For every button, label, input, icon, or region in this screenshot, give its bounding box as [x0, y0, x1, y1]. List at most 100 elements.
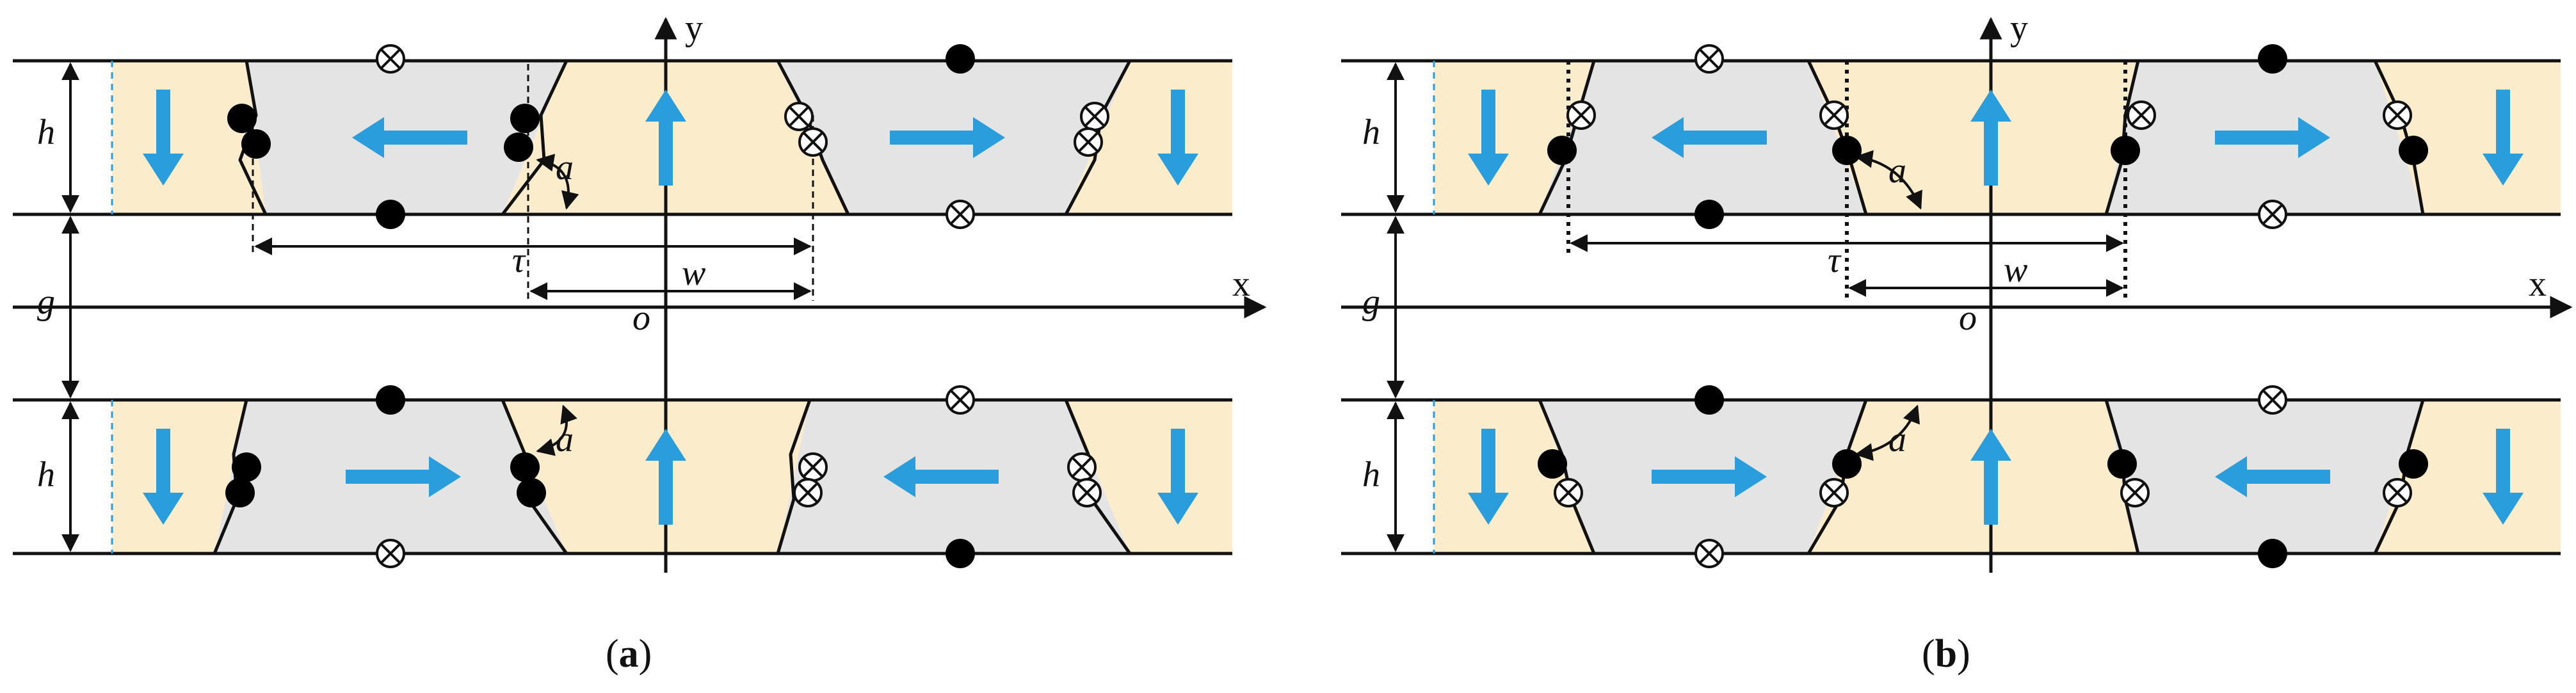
current-in-cross	[798, 127, 828, 157]
magnetization-arrow-bottom-down	[2483, 429, 2524, 525]
origin-label-b: o	[1959, 298, 1977, 338]
tau-label-b: τ	[1828, 241, 1842, 280]
magnet-a-bot-3	[503, 400, 810, 554]
magnetization-arrow-bottom-right	[1652, 456, 1767, 497]
magnetization-arrows-b	[1468, 90, 2524, 525]
caption-a: (a)	[606, 632, 652, 676]
x-axis-label-b: x	[2529, 264, 2547, 304]
current-out-dot	[227, 104, 257, 133]
current-out-dot	[1538, 449, 1567, 479]
x-axis-label-a: x	[1232, 264, 1250, 304]
current-in-cross	[1819, 100, 1849, 130]
current-in-cross	[946, 385, 975, 415]
current-in-cross	[1566, 100, 1596, 130]
alpha-arc-top-b	[1855, 150, 1922, 210]
magnetization-arrow-bottom-left	[883, 456, 999, 497]
current-out-dot	[2107, 449, 2137, 479]
current-in-cross	[2258, 200, 2287, 229]
magnet-a-bot-5	[1066, 400, 1232, 554]
w-label-b: w	[2004, 250, 2027, 290]
alpha-label-bot-a: a	[556, 420, 574, 459]
current-out-dot	[376, 385, 405, 415]
origin-label-a: o	[632, 298, 650, 338]
magnetization-arrow-top-right	[890, 117, 1005, 158]
h-bottom-label-b: h	[1362, 455, 1380, 495]
magnetization-arrow-top-down	[1157, 90, 1198, 186]
magnet-a-bot-1	[112, 400, 246, 554]
current-in-cross	[2383, 478, 2412, 507]
current-out-dot	[2111, 136, 2140, 165]
magnetization-arrow-top-down	[2483, 90, 2524, 186]
magnetization-arrow-top-left	[352, 117, 467, 158]
panel-a: x y o h g h τ w a a (a)	[13, 8, 1267, 676]
current-out-dot	[504, 132, 533, 162]
current-in-cross	[1695, 44, 1724, 74]
rails-b	[1341, 59, 2561, 555]
current-in-cross	[2383, 100, 2412, 130]
current-out-dot	[2258, 539, 2287, 568]
current-out-dot	[510, 104, 540, 133]
current-out-dot	[232, 452, 261, 482]
alpha-label-bot-b: a	[1888, 420, 1906, 459]
alpha-arc-top-a	[536, 154, 579, 210]
magnetization-arrow-top-up	[1970, 90, 2011, 186]
magnet-b-bot-5	[2375, 400, 2561, 554]
current-in-cross	[1072, 478, 1102, 507]
current-symbols-b	[1538, 44, 2428, 568]
g-label-b: g	[1362, 282, 1380, 322]
current-in-cross	[798, 452, 828, 482]
tau-label-a: τ	[512, 241, 526, 280]
current-in-cross	[1819, 478, 1849, 507]
magnetization-arrow-top-up	[645, 90, 686, 186]
current-out-dot	[2258, 44, 2287, 74]
current-symbols-a	[225, 44, 1109, 568]
magnetization-arrow-bottom-left	[2215, 456, 2330, 497]
current-out-dot	[510, 452, 540, 482]
current-out-dot	[517, 478, 546, 507]
magnet-b-top-5	[2375, 61, 2561, 214]
magnetization-arrow-top-down	[1468, 90, 1509, 186]
current-in-cross	[2120, 478, 2150, 507]
magnetization-arrow-bottom-up	[1970, 429, 2011, 525]
current-in-cross	[1074, 127, 1103, 157]
h-top-label-a: h	[37, 113, 55, 152]
current-in-cross	[1067, 452, 1097, 482]
magnetization-arrow-bottom-down	[1157, 429, 1198, 525]
tau-w-guides-b	[1566, 61, 2127, 301]
alpha-label-top-b: a	[1888, 151, 1906, 191]
w-label-a: w	[682, 253, 705, 293]
magnetization-arrow-bottom-right	[346, 456, 461, 497]
current-out-dot	[946, 44, 975, 74]
magnetization-arrow-top-right	[2215, 117, 2330, 158]
current-in-cross	[2258, 385, 2287, 415]
current-out-dot	[1832, 449, 1862, 479]
magnetization-arrow-bottom-down	[143, 429, 184, 525]
panel-b: x y o h g h τ w a a (b)	[1341, 8, 2573, 676]
g-label-a: g	[37, 282, 55, 322]
rails-a	[13, 59, 1232, 555]
current-in-cross	[784, 102, 814, 131]
current-out-dot	[1547, 136, 1577, 165]
magnetization-arrow-bottom-down	[1468, 429, 1509, 525]
current-out-dot	[2399, 136, 2428, 165]
current-out-dot	[946, 539, 975, 568]
current-in-cross	[2127, 100, 2156, 130]
magnet-b-bot-1	[1434, 400, 1594, 554]
current-in-cross	[793, 478, 823, 507]
alpha-arc-bot-b	[1855, 404, 1920, 461]
y-axis-label-b: y	[2010, 8, 2028, 48]
magnetization-arrow-top-left	[1652, 117, 1767, 158]
current-out-dot	[1832, 136, 1862, 165]
current-out-dot	[225, 478, 255, 507]
current-out-dot	[241, 129, 271, 159]
current-in-cross	[376, 44, 405, 74]
h-bottom-label-a: h	[37, 455, 55, 495]
current-out-dot	[2399, 449, 2428, 479]
h-top-label-b: h	[1362, 113, 1380, 152]
current-in-cross	[946, 200, 975, 229]
magnetization-arrow-top-down	[143, 90, 184, 186]
alpha-label-top-a: a	[556, 148, 574, 187]
caption-b: (b)	[1922, 632, 1970, 676]
